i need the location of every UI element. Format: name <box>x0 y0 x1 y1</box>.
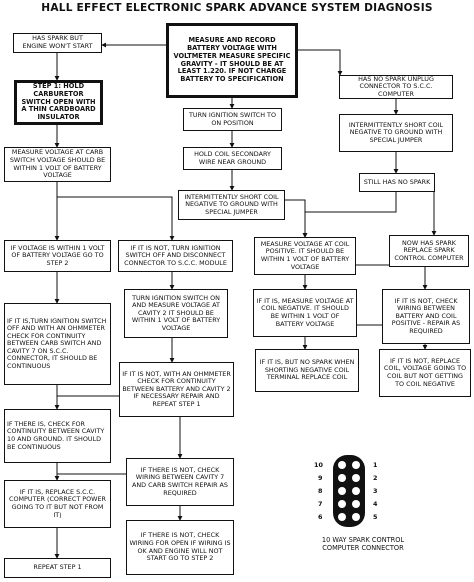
box-has-spark: HAS SPARK BUT ENGINE WON'T START <box>13 33 102 53</box>
box-hold-coil-wire: HOLD COIL SECONDARY WIRE NEAR GROUND <box>183 147 282 170</box>
box-measure-battery: MEASURE AND RECORD BATTERY VOLTAGE WITH … <box>166 23 298 98</box>
pin-label-2: 2 <box>373 474 378 482</box>
box-still-no-spark: STILL HAS NO SPARK <box>359 173 435 192</box>
pin-label-10: 10 <box>314 461 323 469</box>
arrow-coil-pos-to-check-wiring <box>353 264 428 290</box>
box-if-not-ohm-cavity2: IF IT IS NOT, WITH AN OHMMETER CHECK FOR… <box>119 362 234 417</box>
box-short-coil-neg-middle: INTERMITTENTLY SHORT COIL NEGATIVE TO GR… <box>178 190 285 220</box>
pin-label-3: 3 <box>373 487 378 495</box>
box-if-is-no-spark-shorting: IF IT IS, BUT NO SPARK WHEN SHORTING NEG… <box>255 349 359 392</box>
box-if-not-turn-off: IF IT IS NOT, TURN IGNITION SWITCH OFF A… <box>118 240 233 272</box>
arrow-short-to-measure-coil-pos <box>285 199 308 238</box>
box-if-not-replace-coil: IF IT IS NOT, REPLACE COIL, VOLTAGE GOIN… <box>379 349 471 397</box>
box-now-has-spark: NOW HAS SPARK REPLACE SPARK CONTROL COMP… <box>389 235 469 267</box>
box-if-within-1v: IF VOLTAGE IS WITHIN 1 VOLT OF BATTERY V… <box>4 240 111 272</box>
arrow-battery-to-no-spark <box>298 49 343 76</box>
pin-label-9: 9 <box>318 474 323 482</box>
pin-label-7: 7 <box>318 500 323 508</box>
box-if-not-check-wiring-coil: IF IT IS NOT, CHECK WIRING BETWEEN BATTE… <box>382 289 470 344</box>
arrow-still-to-coil-pos <box>302 192 397 238</box>
box-short-coil-neg-right: INTERMITTENTLY SHORT COIL NEGATIVE TO GR… <box>339 114 453 152</box>
pin-label-5: 5 <box>373 513 378 521</box>
box-step1-hold: STEP 1: HOLD CARBURETOR SWITCH OPEN WITH… <box>14 80 103 125</box>
box-repeat-step1: REPEAT STEP 1 <box>4 558 111 578</box>
box-if-there-is-cavity10: IF THERE IS, CHECK FOR CONTINUITY BETWEE… <box>4 409 111 463</box>
box-turn-on-cavity2: TURN IGNITION SWITCH ON AND MEASURE VOLT… <box>124 289 228 338</box>
pin-label-4: 4 <box>373 500 378 508</box>
box-if-is-ohmmeter: IF IT IS,TURN IGNITION SWITCH OFF AND WI… <box>4 303 111 385</box>
diagram-title: HALL EFFECT ELECTRONIC SPARK ADVANCE SYS… <box>41 2 433 14</box>
pin-label-1: 1 <box>373 461 378 469</box>
connector-caption: 10 WAY SPARK CONTROL COMPUTER CONNECTOR <box>321 536 405 552</box>
arrow-carb-to-if-not <box>57 196 175 241</box>
box-if-there-not-cavity7: IF THERE IS NOT, CHECK WIRING BETWEEN CA… <box>126 458 234 506</box>
box-if-there-not-open: IF THERE IS NOT, CHECK WIRING FOR OPEN I… <box>126 520 234 575</box>
pin-label-6: 6 <box>318 513 323 521</box>
box-turn-ignition: TURN IGNITION SWITCH TO ON POSITION <box>183 108 282 131</box>
box-if-is-measure-coil-neg: IF IT IS, MEASURE VOLTAGE AT COIL NEGATI… <box>253 289 357 337</box>
box-measure-carb-switch: MEASURE VOLTAGE AT CARB SWITCH VOLTAGE S… <box>4 147 111 182</box>
pin-label-8: 8 <box>318 487 323 495</box>
box-if-is-replace-scc: IF IT IS, REPLACE S.C.C. COMPUTER (CORRE… <box>4 480 111 528</box>
box-measure-coil-positive: MEASURE VOLTAGE AT COIL POSITIVE. IT SHO… <box>254 237 356 275</box>
box-no-spark-unplug: HAS NO SPARK UNPLUG CONNECTOR TO S.C.C. … <box>339 75 453 99</box>
